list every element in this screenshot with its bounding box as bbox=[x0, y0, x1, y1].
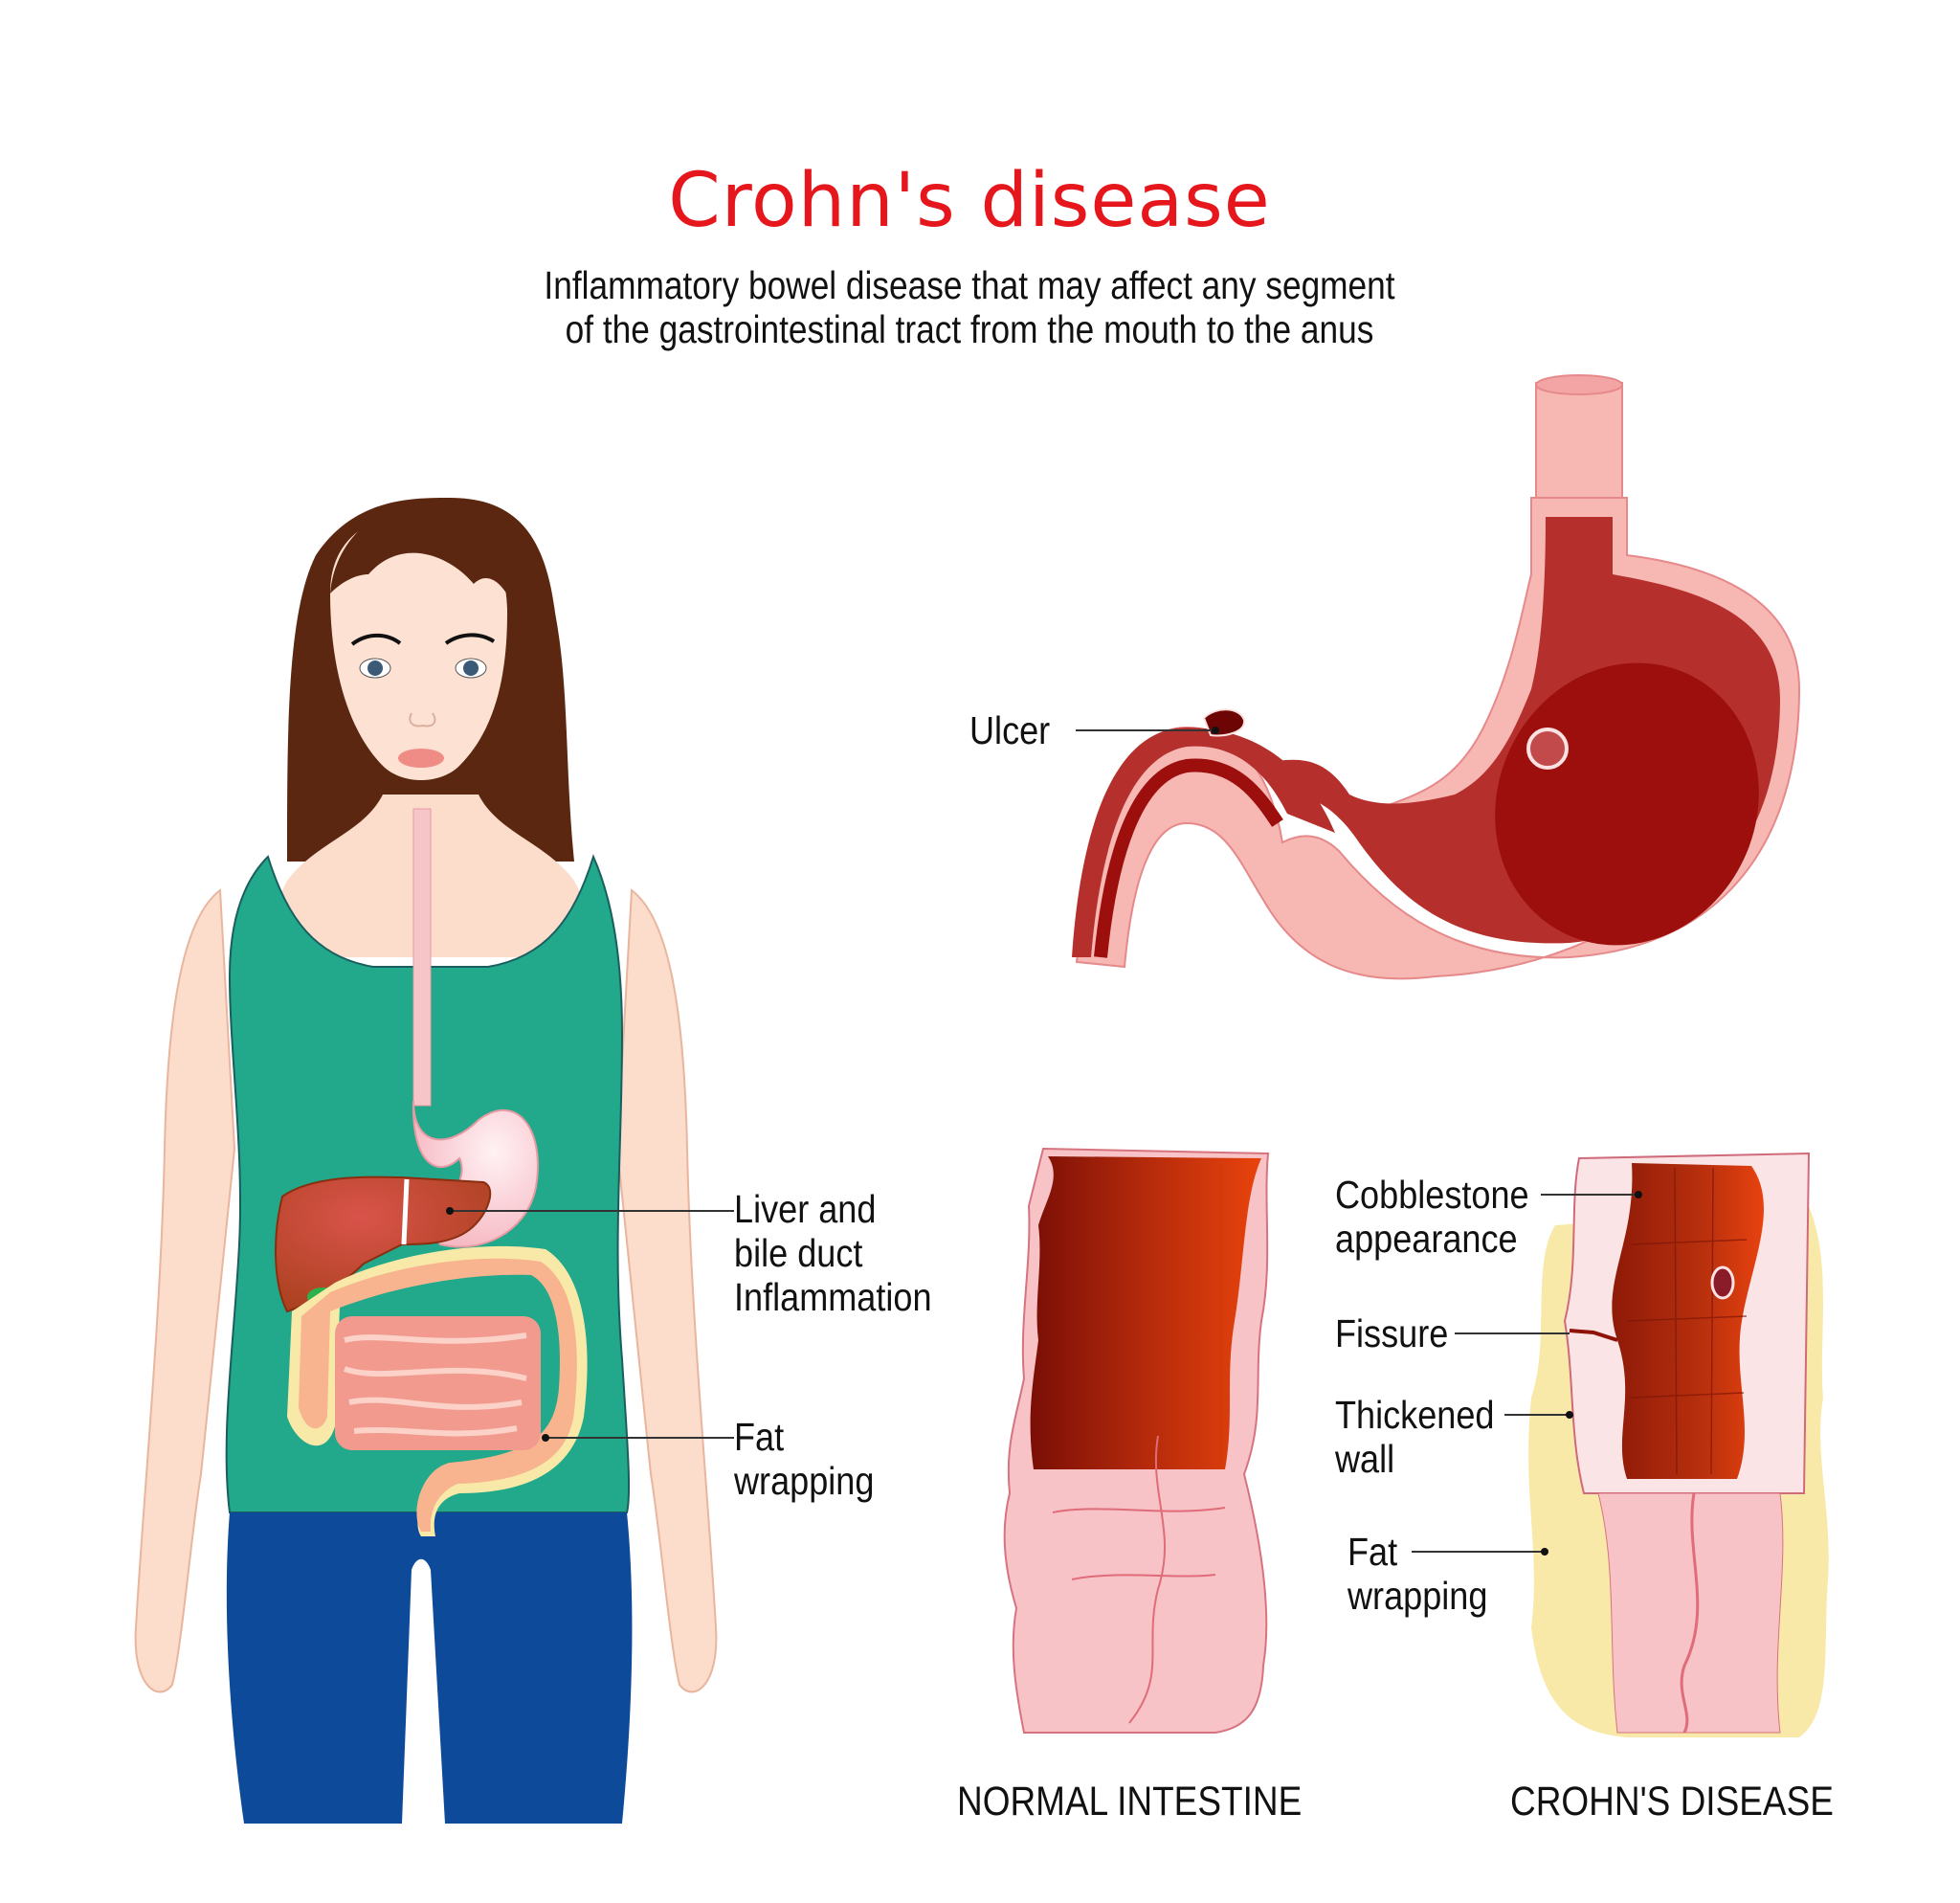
small-intestine bbox=[335, 1316, 541, 1450]
crohns-intestine-illustration bbox=[1412, 1152, 1829, 1737]
normal-intestine-lumen bbox=[1030, 1156, 1261, 1469]
liver-label: Liver and bile duct Inflammation bbox=[734, 1187, 932, 1319]
right-eyebrow bbox=[444, 633, 496, 645]
liver bbox=[275, 1175, 492, 1313]
face bbox=[330, 516, 507, 780]
nose bbox=[409, 712, 436, 728]
crohns-lower-tube bbox=[1597, 1492, 1784, 1734]
colon bbox=[299, 1258, 577, 1532]
fissure-label: Fissure bbox=[1335, 1311, 1448, 1355]
fissure-label-line-1: Fissure bbox=[1335, 1311, 1449, 1355]
ulcer-label: Ulcer bbox=[969, 708, 1051, 752]
duodenum-ulcer bbox=[1202, 708, 1246, 737]
fat-label-line-2: wrapping bbox=[734, 1459, 875, 1503]
page-title: Crohn's disease bbox=[668, 158, 1271, 244]
liver-label-line-3: Inflammation bbox=[734, 1275, 932, 1319]
right-arm bbox=[615, 888, 718, 1693]
fat-wrapping-label-crohns: Fat wrapping bbox=[1348, 1530, 1487, 1618]
liver-label-line-1: Liver and bbox=[734, 1187, 877, 1231]
jeans bbox=[226, 1512, 633, 1824]
cobblestone-label-line-1: Cobblestone bbox=[1335, 1173, 1529, 1217]
page-subtitle: Inflammatory bowel disease that may affe… bbox=[136, 263, 1803, 351]
crohns-fat-label-line-1: Fat bbox=[1348, 1530, 1398, 1574]
fat-wrapping-label-body: Fat wrapping bbox=[734, 1415, 874, 1503]
fissure bbox=[1569, 1329, 1618, 1342]
left-arm bbox=[134, 888, 236, 1693]
crohns-disease-caption: CROHN'S DISEASE bbox=[1510, 1779, 1834, 1825]
crohns-fat-label-line-2: wrapping bbox=[1348, 1574, 1488, 1618]
normal-intestine-illustration bbox=[1003, 1147, 1270, 1734]
subtitle-line-1: Inflammatory bowel disease that may affe… bbox=[544, 263, 1395, 307]
stomach-illustration bbox=[1072, 374, 1801, 980]
cobblestone-label-line-2: appearance bbox=[1335, 1217, 1518, 1261]
woman-figure bbox=[134, 498, 734, 1824]
thickened-label-line-2: wall bbox=[1335, 1437, 1395, 1481]
stomach-ulcer-2 bbox=[1526, 728, 1569, 770]
hair-bangs bbox=[330, 502, 513, 603]
normal-intestine-caption: NORMAL INTESTINE bbox=[957, 1779, 1303, 1825]
thickened-label-line-1: Thickened bbox=[1335, 1393, 1495, 1437]
left-eyebrow bbox=[350, 633, 402, 646]
thickened-wall-label: Thickened wall bbox=[1335, 1393, 1494, 1481]
subtitle-line-2: of the gastrointestinal tract from the m… bbox=[565, 307, 1374, 351]
liver-label-line-2: bile duct bbox=[734, 1231, 863, 1275]
fat-label-line-1: Fat bbox=[734, 1415, 785, 1459]
cobblestone-label: Cobblestone appearance bbox=[1335, 1173, 1529, 1261]
esophagus bbox=[412, 808, 432, 1107]
crohns-lumen bbox=[1612, 1163, 1764, 1479]
crohns-ulcer bbox=[1710, 1265, 1735, 1300]
lips bbox=[398, 749, 444, 768]
